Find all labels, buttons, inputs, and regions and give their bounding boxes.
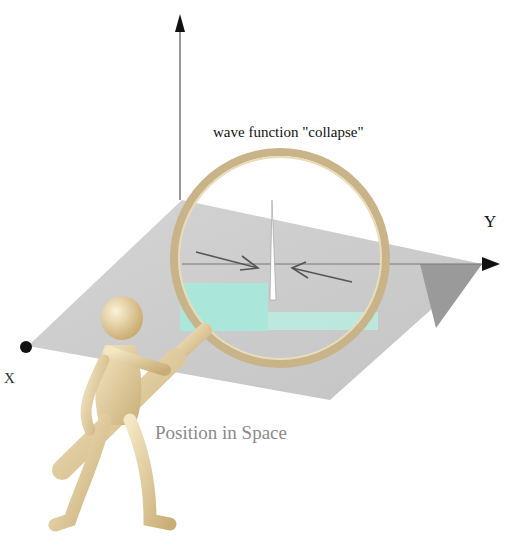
wave-spike bbox=[270, 200, 276, 300]
z-axis bbox=[179, 30, 180, 200]
axis-arrowhead bbox=[175, 14, 185, 32]
collapse-arrow bbox=[292, 268, 352, 282]
axis-arrowhead bbox=[482, 257, 500, 271]
axis-label: Y bbox=[484, 212, 496, 232]
plane-label: Position in Space bbox=[155, 422, 287, 444]
figure-head bbox=[101, 296, 143, 340]
figure-leg bbox=[55, 420, 105, 525]
collapse-label: wave function "collapse" bbox=[213, 124, 364, 141]
plane-shading bbox=[420, 264, 482, 328]
y-axis bbox=[182, 264, 482, 265]
x-axis-end bbox=[20, 341, 32, 353]
collapse-arrow bbox=[196, 252, 258, 268]
axis-label: X bbox=[4, 370, 15, 387]
magnifier-ring bbox=[174, 152, 386, 364]
figure-arm bbox=[110, 352, 165, 370]
